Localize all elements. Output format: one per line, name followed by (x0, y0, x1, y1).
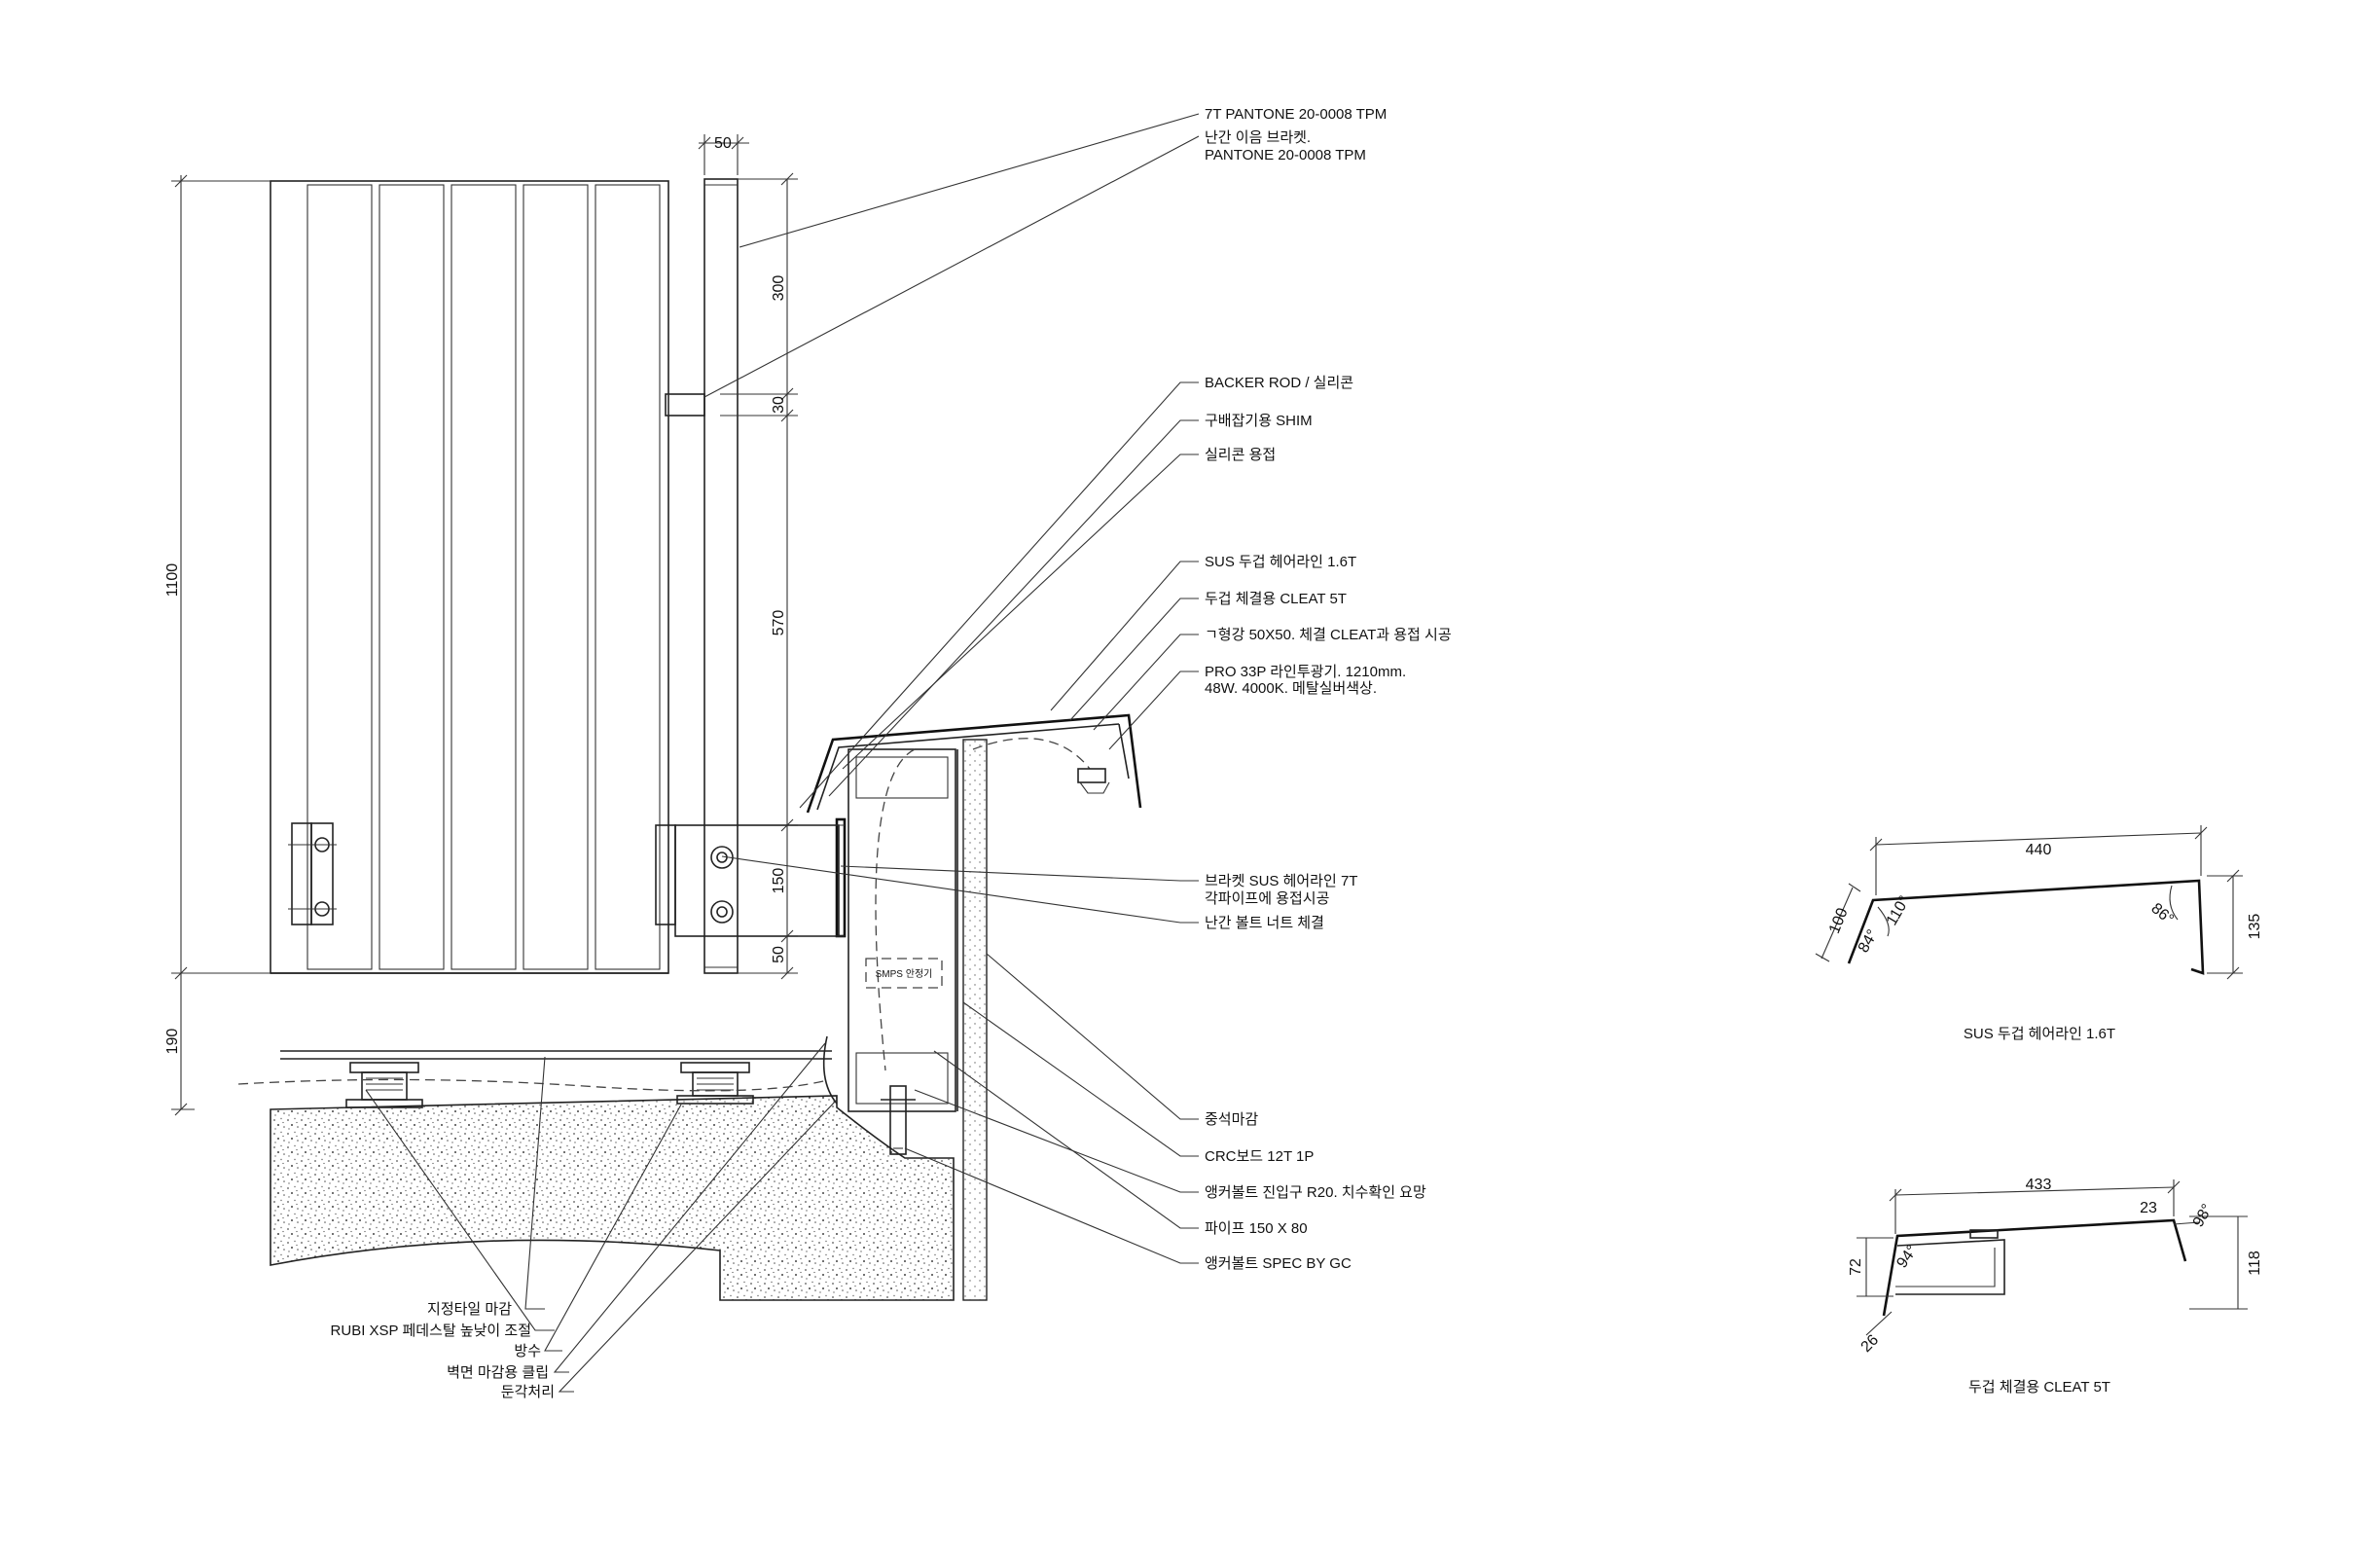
coping-cap (806, 713, 1142, 814)
label-waterproof: 방수 (514, 1343, 541, 1360)
label-pantone-7t: 7T PANTONE 20-0008 TPM (1205, 106, 1387, 123)
label-sus-bracket-2: 각파이프에 용접시공 (1205, 890, 1329, 907)
label-obtuse: 둔각처리 (501, 1384, 555, 1400)
label-clip: 벽면 마감용 클립 (447, 1364, 549, 1381)
pipe-frame (847, 738, 1091, 1112)
cleat-offset: 23 (2140, 1200, 2157, 1216)
deck-pedestals (237, 1035, 838, 1108)
label-pedestal: RUBI XSP 페데스탈 높낮이 조절 (331, 1323, 531, 1339)
label-sus-bracket-1: 브라켓 SUS 헤어라인 7T (1205, 873, 1357, 889)
smps-box (865, 958, 943, 989)
sus-right-height: 135 (2247, 914, 2263, 940)
dim-190: 190 (164, 1029, 181, 1055)
label-anchor-r20: 앵커볼트 진입구 R20. 치수확인 요망 (1205, 1184, 1426, 1201)
sus-angle-right: 86° (2147, 900, 2176, 928)
dim-top-50: 50 (714, 135, 732, 152)
label-cleat: 두겁 체결용 CLEAT 5T (1205, 591, 1347, 607)
label-silicone: 실리콘 용접 (1205, 447, 1276, 463)
sus-caption: SUS 두겁 헤어라인 1.6T (1964, 1026, 2115, 1042)
label-crc: CRC보드 12T 1P (1205, 1148, 1314, 1165)
detail-cleat (1857, 1179, 2248, 1336)
anchor-bolt (881, 1085, 916, 1155)
label-backer-rod: BACKER ROD / 실리콘 (1205, 375, 1353, 391)
label-light-1: PRO 33P 라인투광기. 1210mm. (1205, 664, 1406, 680)
label-bracket-1: 난간 이음 브라켓. (1205, 129, 1311, 146)
cleat-right-height: 118 (2247, 1251, 2263, 1276)
smps-label: SMPS 안정기 (876, 968, 933, 980)
cleat-width: 433 (2026, 1177, 2052, 1193)
panel-clamp (288, 822, 337, 925)
label-pipe: 파이프 150 X 80 (1205, 1220, 1308, 1237)
dim-1100: 1100 (164, 563, 181, 598)
bottom-labels: 지정타일 마감 RUBI XSP 페데스탈 높낮이 조절 방수 벽면 마감용 클… (331, 1301, 555, 1400)
concrete-slab (270, 739, 988, 1301)
label-anchor-spec: 앵커볼트 SPEC BY GC (1205, 1255, 1352, 1272)
dim-150: 150 (771, 868, 787, 894)
railing-panel (270, 180, 669, 974)
cleat-bottom: 26 (1858, 1331, 1883, 1356)
cleat-angle-left: 94° (1893, 1243, 1921, 1272)
railing-post (665, 178, 739, 974)
dim-30: 30 (771, 396, 787, 414)
label-bolt-nut: 난간 볼트 너트 체결 (1205, 915, 1324, 931)
callout-labels: 7T PANTONE 20-0008 TPM 난간 이음 브라켓. PANTON… (1205, 106, 1452, 1272)
sus-angle-inner: 84° (1856, 927, 1882, 956)
sus-width: 440 (2026, 842, 2052, 858)
dim-300: 300 (771, 275, 787, 302)
sus-left-height: 100 (1826, 906, 1852, 936)
bracket-bolts (655, 817, 847, 938)
cleat-left-height: 72 (1848, 1258, 1864, 1276)
dim-570: 570 (771, 610, 787, 636)
detail-sus-cap (1815, 825, 2243, 980)
cleat-caption: 두겁 체결용 CLEAT 5T (1968, 1379, 2110, 1396)
cleat-angle-right: 98° (2190, 1202, 2217, 1230)
label-shim: 구배잡기용 SHIM (1205, 413, 1313, 429)
dimension-lines (171, 134, 845, 1116)
label-finish: 중석마감 (1205, 1111, 1258, 1128)
label-light-2: 48W. 4000K. 메탈실버색상. (1205, 680, 1377, 697)
label-sus-cap: SUS 두겁 헤어라인 1.6T (1205, 554, 1356, 570)
label-tile: 지정타일 마감 (427, 1301, 512, 1318)
dim-50: 50 (771, 946, 787, 963)
label-bracket-2: PANTONE 20-0008 TPM (1205, 147, 1366, 163)
label-angle: ㄱ형강 50X50. 체결 CLEAT과 용접 시공 (1205, 627, 1452, 643)
leader-lines (365, 113, 1200, 1393)
